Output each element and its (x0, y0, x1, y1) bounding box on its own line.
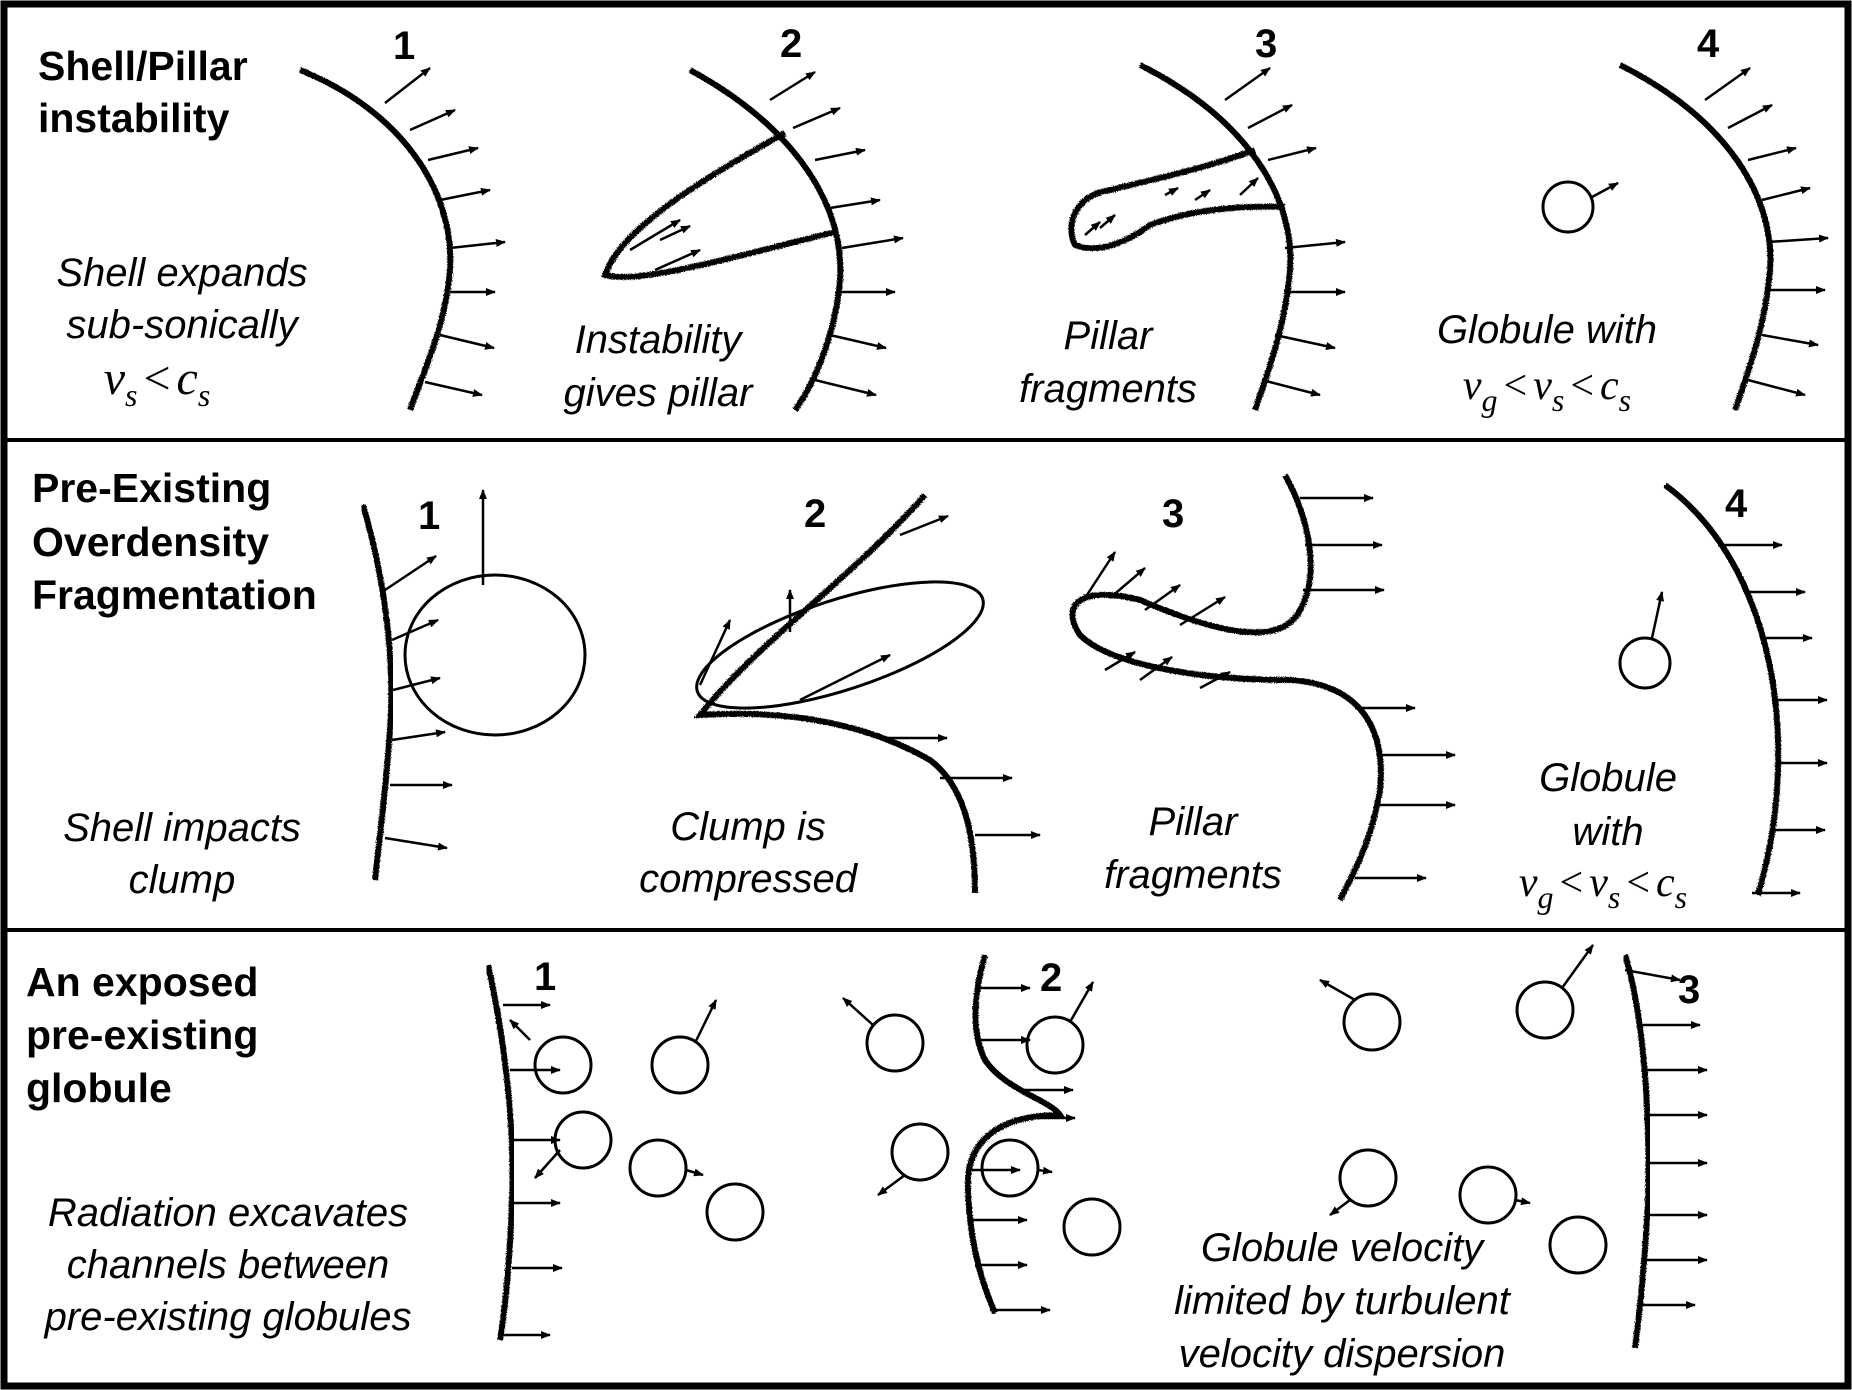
panel-3-stage-2-label: 2 (1040, 956, 1063, 1000)
globule (628, 1138, 688, 1198)
panel-2-caption-2-line-1: Clump is (670, 805, 826, 849)
globule (1548, 1215, 1608, 1275)
panel-1-caption-2-line-2: gives pillar (563, 371, 753, 415)
globule (1458, 1165, 1518, 1225)
panel-1-caption-2-line-1: Instability (574, 318, 742, 362)
panel-3-stage-1-label: 1 (534, 955, 557, 999)
shell-front (360, 504, 395, 881)
panel-1-caption-3-line-2: fragments (1019, 367, 1197, 411)
globule (1025, 1015, 1085, 1075)
globule (705, 1182, 765, 1242)
shell-front (1069, 473, 1384, 902)
globule (1338, 1148, 1398, 1208)
shell-front (1622, 954, 1652, 1349)
panel-2-drawings (360, 473, 1828, 902)
panel-2-heading-line-1: Pre-Existing (32, 465, 272, 511)
panel-2-stage-2-label: 2 (804, 492, 827, 536)
compressed-clump (695, 580, 985, 710)
globule (1541, 180, 1595, 234)
shell-arrows (970, 984, 1076, 1314)
clump (403, 573, 587, 737)
panel-3-heading-line-3: globule (26, 1065, 172, 1111)
panel-1-caption-3-line-1: Pillar (1063, 314, 1153, 358)
globule (553, 1110, 613, 1170)
shell-arrows (1704, 66, 1829, 397)
globule-velocity-arrow (1650, 591, 1664, 639)
pillar (601, 130, 836, 280)
panel-1-caption-4-inequality: vg<vs<cs (1462, 363, 1632, 418)
panel-1-heading-line-2: instability (38, 95, 230, 141)
shell-arrows (1624, 968, 1708, 1309)
shell-arrows (384, 67, 506, 397)
panel-3-caption-1-line-3: pre-existing globules (44, 1295, 412, 1339)
shell-front (693, 493, 978, 894)
panel-2-caption-4-inequality: vg<vs<cs (1518, 860, 1688, 915)
panel-3-caption-2-line-1: Globule velocity (1200, 1226, 1484, 1270)
panel-1-caption-4-line-1: Globule with (1436, 308, 1658, 352)
panel-2-caption-4-line-1: Globule (1539, 756, 1677, 800)
shell-arrows (1224, 66, 1346, 397)
fragment-arrows (1083, 551, 1231, 690)
panel-3-heading-line-1: An exposed (26, 959, 259, 1005)
panel-1-drawings (298, 62, 1829, 412)
shell-front (688, 67, 844, 412)
panel-2-stage-1-label: 1 (418, 494, 441, 538)
panel-1-heading-line-1: Shell/Pillar (38, 43, 248, 89)
panel-2-caption-3-line-2: fragments (1104, 853, 1282, 897)
shell-front (1663, 482, 1782, 896)
shell-arrows (1300, 494, 1456, 882)
globule-velocity-arrow (1591, 181, 1619, 199)
shell-arrows (498, 1001, 563, 1339)
globules (533, 980, 1608, 1275)
shell-arrows (769, 70, 904, 397)
panel-2-stage-3-label: 3 (1162, 492, 1185, 536)
panel-2-caption-4-line-2: with (1572, 810, 1644, 854)
globule (1062, 1197, 1122, 1257)
panel-1-stage-3-label: 3 (1255, 22, 1278, 66)
panel-3-caption-2-line-3: velocity dispersion (1178, 1332, 1506, 1376)
panel-3-heading-line-2: pre-existing (26, 1012, 259, 1058)
panel-1-caption-1-line-2: sub-sonically (66, 303, 298, 347)
pillar-arrows (629, 218, 701, 272)
shell-arrows (698, 514, 1041, 839)
globule-velocity-arrows (685, 944, 1595, 1216)
panel-3-drawings (485, 944, 1708, 1349)
panel-1-stage-2-label: 2 (780, 22, 803, 66)
shell-front (485, 964, 516, 1341)
panel-1-caption-1-line-1: Shell expands (56, 251, 308, 295)
panel-2-caption-1-line-2: clump (128, 858, 236, 902)
shell-front (298, 67, 454, 411)
globule (650, 1035, 710, 1095)
panel-2-caption-2-line-2: compressed (639, 857, 857, 901)
fragment-arrows (1084, 177, 1259, 236)
shell-front (1618, 62, 1774, 411)
panel-2-stage-4-label: 4 (1725, 482, 1748, 526)
panel-2-caption-3-line-1: Pillar (1148, 800, 1238, 844)
panel-3-stage-3-label: 3 (1678, 968, 1701, 1012)
shell-arrows (384, 554, 453, 851)
panel-1-stage-4-label: 4 (1697, 22, 1720, 66)
panel-3-caption-2-line-2: limited by turbulent (1174, 1279, 1510, 1323)
globule (1618, 636, 1672, 690)
shell-front (1138, 62, 1294, 411)
panel-2-heading-line-2: Overdensity (32, 519, 269, 565)
shell-front (964, 954, 1066, 1315)
panel-2-heading-line-3: Fragmentation (32, 572, 317, 618)
globule (980, 1138, 1040, 1198)
globule (865, 1013, 925, 1073)
panel-3-caption-1-line-2: channels between (66, 1243, 390, 1287)
panel-2-caption-1-line-1: Shell impacts (63, 806, 301, 850)
shell-arrows (1718, 541, 1828, 897)
panel-3-caption-1-line-1: Radiation excavates (47, 1191, 409, 1235)
globule (1342, 992, 1402, 1052)
panel-1-caption-1-inequality: vs<cs (103, 352, 211, 413)
globule (1515, 980, 1575, 1040)
panel-1-stage-1-label: 1 (393, 24, 416, 68)
pillar-fragment (1068, 147, 1286, 252)
globule (890, 1122, 950, 1182)
globule (533, 1035, 593, 1095)
